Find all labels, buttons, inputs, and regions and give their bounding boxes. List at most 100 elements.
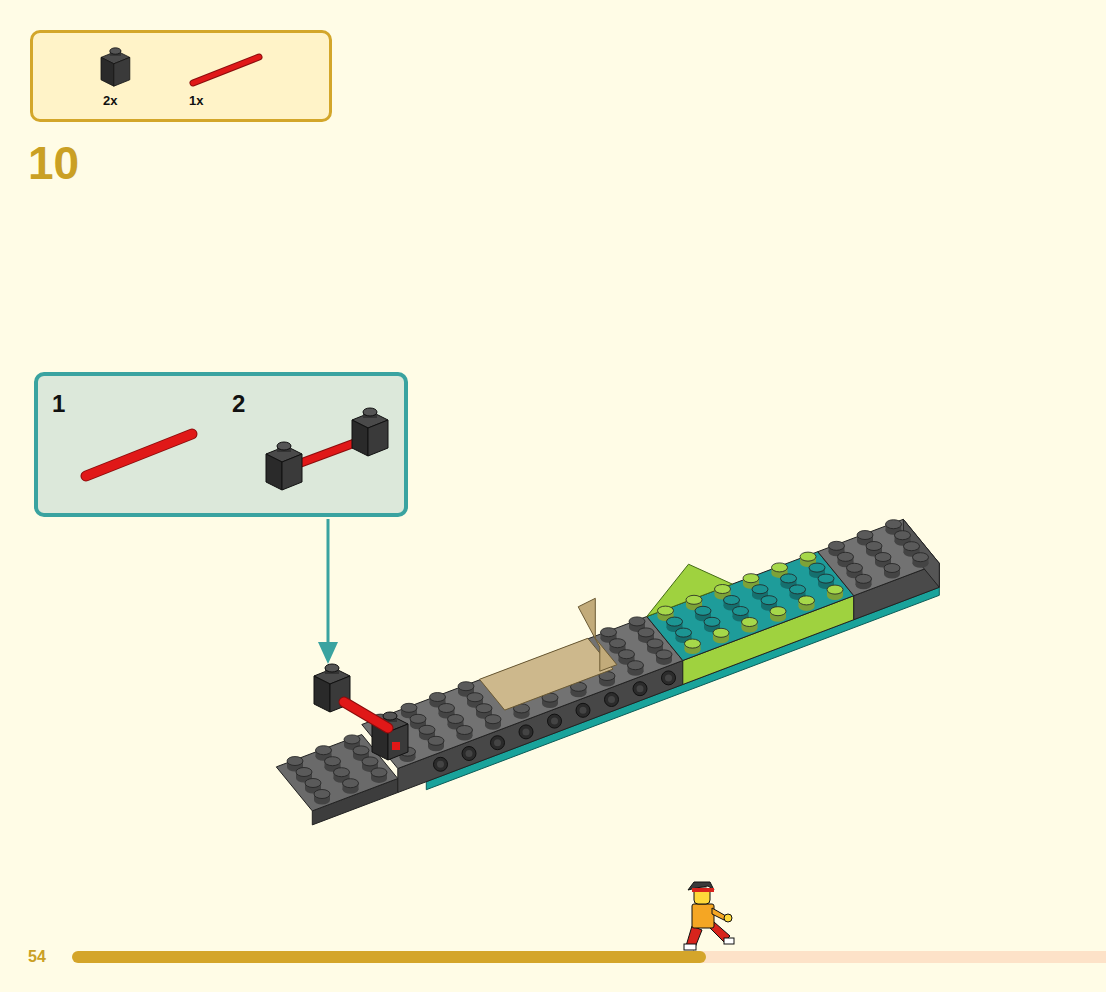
stud [847, 563, 863, 572]
stud [401, 703, 417, 712]
stud [761, 596, 777, 605]
stud [827, 585, 843, 594]
stud [439, 704, 455, 713]
stud [875, 553, 891, 562]
stud [334, 768, 350, 777]
stud [713, 628, 729, 637]
stud [647, 639, 663, 648]
stud [344, 735, 360, 744]
black-brick [266, 442, 302, 490]
substep-number: 1 [52, 390, 65, 418]
stud [772, 563, 788, 572]
stud [628, 661, 644, 670]
stud [856, 574, 872, 583]
stud [790, 585, 806, 594]
side-stud [551, 718, 558, 725]
wing [647, 564, 733, 616]
stud [314, 790, 330, 799]
stud [485, 715, 501, 724]
stud [809, 563, 825, 572]
stud [733, 607, 749, 616]
callout-arrowhead [318, 642, 338, 664]
stud [886, 520, 902, 529]
parts-icons [33, 33, 335, 125]
red-bar [193, 57, 259, 83]
brick-top [362, 617, 683, 769]
side-stud [605, 693, 619, 707]
stud [601, 628, 617, 637]
stud [715, 585, 731, 594]
side-stud [437, 761, 444, 768]
stud [818, 574, 834, 583]
stud [296, 768, 312, 777]
red-bar [86, 434, 192, 476]
stud [667, 617, 683, 626]
parts-list-box: 2x1x [30, 30, 332, 122]
stud [467, 693, 483, 702]
stud [895, 531, 911, 540]
stud [799, 596, 815, 605]
callout-arrow [327, 519, 330, 644]
side-stud [548, 714, 562, 728]
stud [476, 704, 492, 713]
progress-bar-rest [700, 951, 1106, 963]
stud [353, 746, 369, 755]
side-stud [665, 674, 672, 681]
side-stud [633, 682, 647, 696]
side-stud [494, 739, 501, 746]
red-bar [193, 57, 259, 83]
stud [770, 607, 786, 616]
stud [686, 595, 702, 604]
stud [658, 606, 674, 615]
stud [685, 639, 701, 648]
stud [742, 618, 758, 627]
stud [704, 617, 720, 626]
cockpit-tile [480, 638, 614, 710]
page-number: 54 [28, 948, 46, 966]
part-count: 2x [103, 93, 117, 108]
stud [325, 757, 341, 766]
stud [428, 736, 444, 745]
stud [316, 746, 332, 755]
stud [695, 606, 711, 615]
stud [904, 542, 920, 551]
stud [800, 552, 816, 561]
stud [629, 617, 645, 626]
black-brick [352, 408, 388, 456]
stud [305, 779, 321, 788]
minifigure [684, 882, 734, 950]
stud [752, 585, 768, 594]
red-bar [86, 434, 192, 476]
stud [838, 552, 854, 561]
brick-top [647, 552, 854, 661]
substep-icons [38, 376, 412, 521]
stud [419, 725, 435, 734]
stud [457, 726, 473, 735]
side-stud [434, 757, 448, 771]
stud [430, 693, 446, 702]
side-stud [662, 671, 676, 685]
stud [884, 564, 900, 573]
stud [638, 628, 654, 637]
stud [458, 682, 474, 691]
stud [866, 542, 882, 551]
stud [610, 639, 626, 648]
substep-callout: 12 [34, 372, 408, 517]
side-stud [519, 725, 533, 739]
substep-number: 2 [232, 390, 245, 418]
side-stud [466, 750, 473, 757]
stud [656, 650, 672, 659]
red-bar [344, 702, 388, 728]
stud [913, 553, 929, 562]
model [276, 519, 939, 825]
side-stud [462, 747, 476, 761]
step-number: 10 [28, 136, 79, 190]
black-brick [101, 48, 130, 86]
side-stud [523, 728, 530, 735]
stud [857, 531, 873, 540]
side-stud [576, 703, 590, 717]
stud [619, 650, 635, 659]
stud [287, 757, 303, 766]
red-bar [344, 702, 388, 728]
stud [829, 541, 845, 550]
